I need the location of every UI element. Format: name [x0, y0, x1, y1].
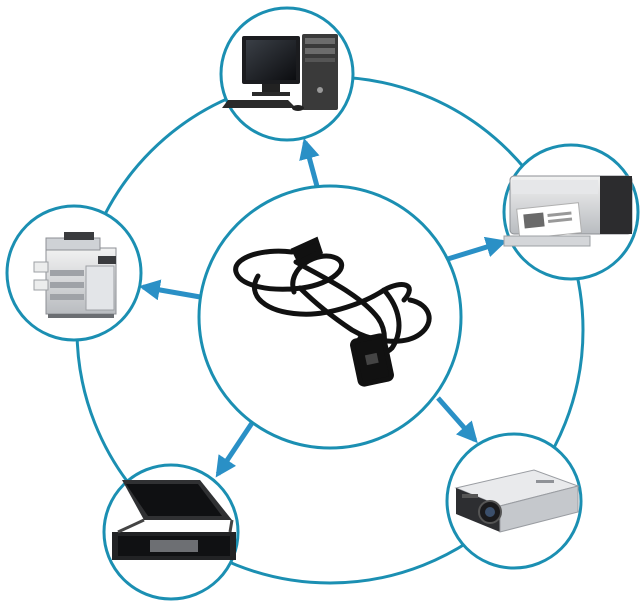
- projector-icon: [454, 469, 580, 533]
- power-cable-icon: [233, 236, 432, 387]
- device-node-projector: [445, 432, 583, 570]
- printer-icon: [503, 175, 633, 247]
- device-node-printer: [502, 143, 640, 281]
- device-node-scanner: [102, 463, 240, 601]
- arrow-to-projector: [436, 396, 478, 444]
- device-node-computer: [219, 6, 355, 142]
- desktop-computer-icon: [222, 34, 338, 111]
- copier-icon: [33, 232, 117, 318]
- scanner-icon: [112, 480, 236, 560]
- device-node-copier: [5, 204, 143, 342]
- arrow-to-scanner: [215, 418, 257, 478]
- arrow-to-computer: [299, 137, 321, 191]
- arrow-to-copier: [138, 279, 207, 301]
- center-node: [197, 184, 463, 450]
